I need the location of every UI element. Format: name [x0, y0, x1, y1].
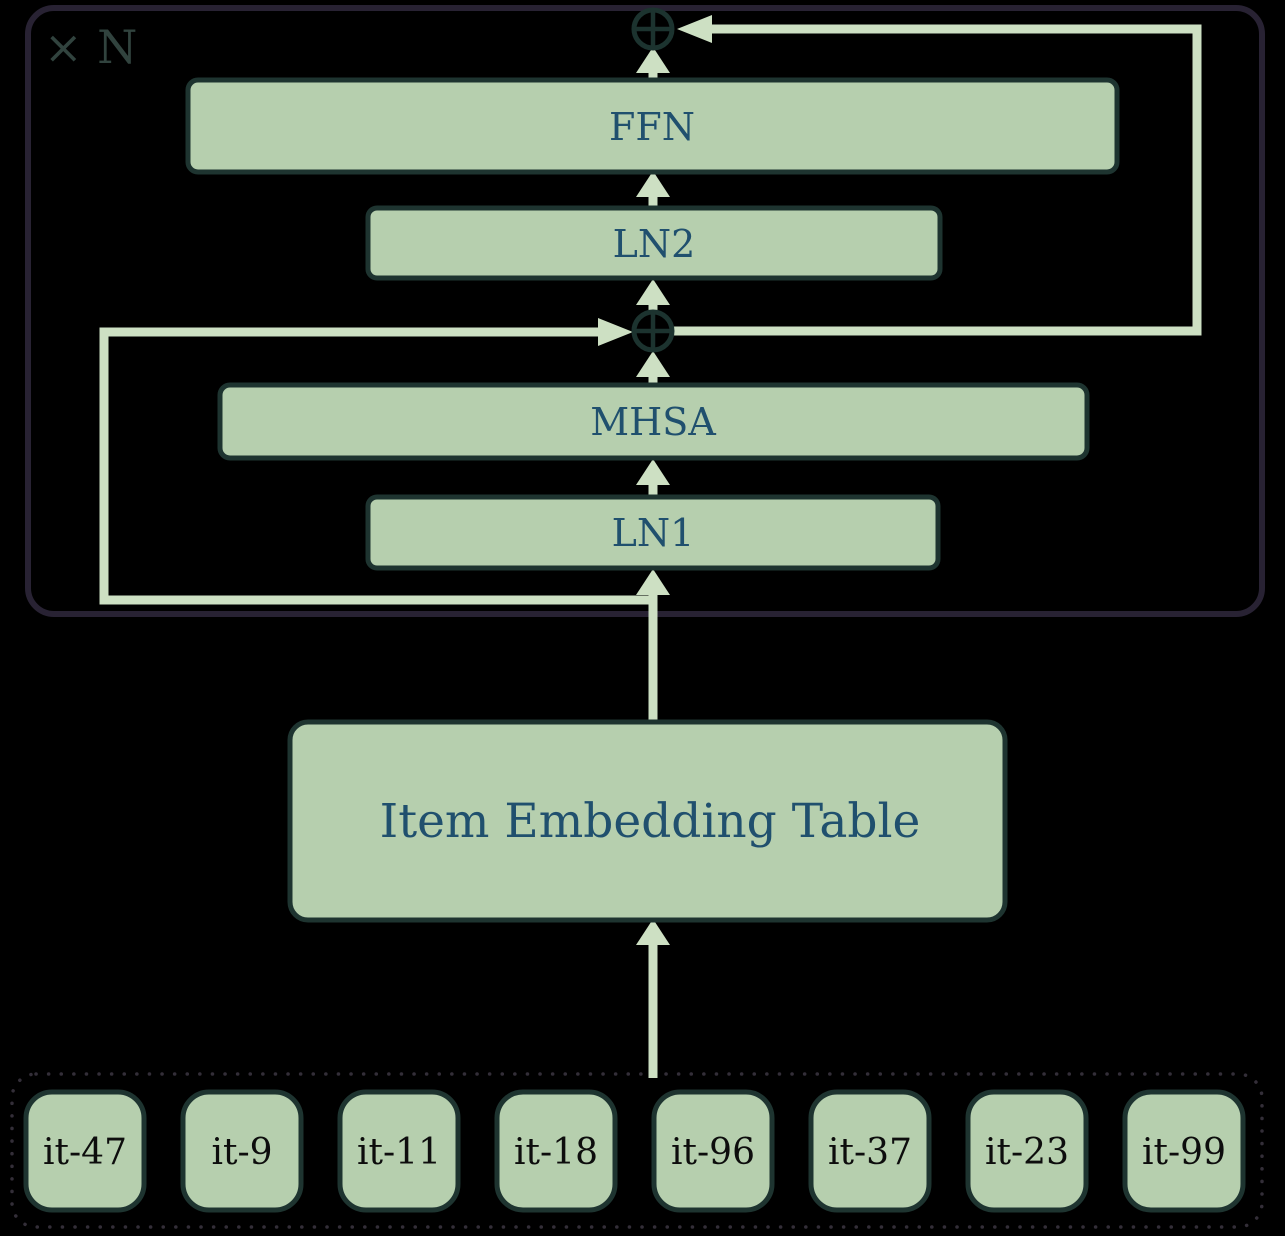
input-token-label: it-18	[514, 1132, 598, 1173]
arrowhead-mhsa-to-add	[636, 351, 670, 377]
flow-arrows	[636, 47, 670, 1078]
input-token-row: it-47 it-9 it-11 it-18 it-96 it-37 it-23…	[23, 1089, 1246, 1213]
ln2-label: LN2	[613, 222, 696, 266]
repeat-count-label: × N	[44, 20, 137, 74]
ffn-label: FFN	[609, 105, 695, 149]
item-embedding-table-label: Item Embedding Table	[380, 794, 921, 849]
arrowhead-ffn-to-add	[636, 47, 670, 73]
input-token-box	[651, 1089, 775, 1213]
input-token-box	[494, 1089, 618, 1213]
ln2-block: LN2	[365, 205, 943, 281]
arrowhead-ln2-to-ffn	[636, 171, 670, 197]
mhsa-label: MHSA	[590, 400, 716, 444]
ln1-block: LN1	[365, 494, 941, 571]
item-embedding-table-block: Item Embedding Table	[287, 719, 1008, 923]
arrowhead-into-add-mid	[598, 318, 633, 346]
ffn-block: FFN	[185, 77, 1120, 175]
residual-connection-left	[99, 318, 657, 605]
ln2-box	[365, 205, 943, 281]
encoder-loop-box	[25, 5, 1265, 617]
arrowhead-tokens-to-embedding	[636, 919, 670, 945]
arrowhead-embedding-to-ln1	[636, 569, 670, 595]
add-node-mid	[631, 309, 675, 353]
input-token-label: it-9	[211, 1132, 272, 1173]
input-token-label: it-11	[357, 1132, 441, 1173]
residual-connection-right	[674, 15, 1202, 336]
input-token-box	[965, 1089, 1089, 1213]
mhsa-block: MHSA	[217, 382, 1090, 461]
ln1-label: LN1	[612, 511, 695, 555]
arrowhead-add-to-ln2	[636, 279, 670, 305]
input-token-label: it-23	[985, 1132, 1069, 1173]
residual-line-left	[99, 327, 657, 605]
input-token-label: it-99	[1142, 1132, 1226, 1173]
input-token-box	[337, 1089, 461, 1213]
input-token-box	[1122, 1089, 1246, 1213]
input-token-box	[180, 1089, 304, 1213]
arrowhead-ln1-to-mhsa	[636, 459, 670, 485]
input-token-box	[808, 1089, 932, 1213]
add-node-top	[631, 7, 675, 51]
item-embedding-table-box	[287, 719, 1008, 923]
mhsa-box	[217, 382, 1090, 461]
ffn-box	[185, 77, 1120, 175]
residual-line-right	[674, 24, 1202, 336]
plus-icon	[634, 10, 672, 48]
input-token-box	[23, 1089, 147, 1213]
plus-icon	[634, 312, 672, 350]
input-token-label: it-96	[671, 1132, 755, 1173]
input-token-label: it-47	[43, 1132, 127, 1173]
input-token-label: it-37	[828, 1132, 912, 1173]
arrowhead-into-add-top	[677, 15, 712, 43]
ln1-box	[365, 494, 941, 571]
